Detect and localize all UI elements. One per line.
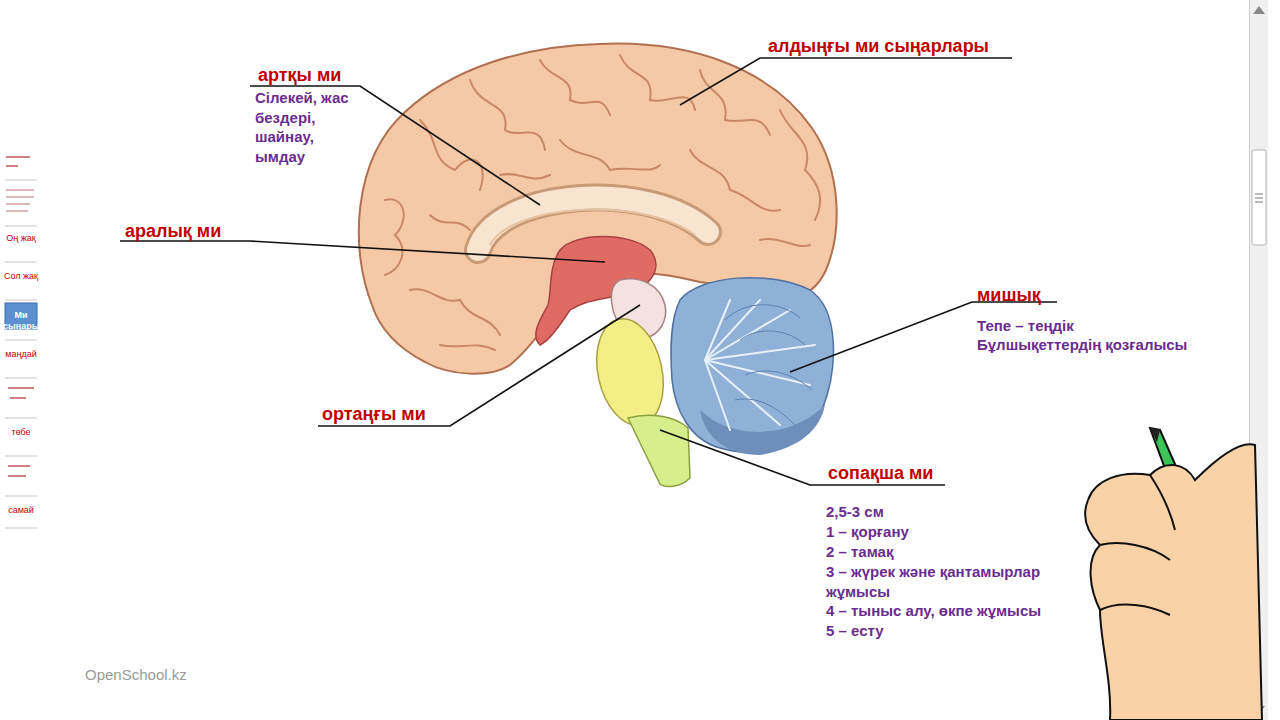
sidebar-divider <box>5 418 37 419</box>
arbor-vitae <box>705 300 815 430</box>
part-name: ортаңғы ми <box>322 403 522 425</box>
sidebar-tab: Сол жақ <box>3 271 39 282</box>
leader-line <box>680 58 1012 105</box>
folium <box>745 371 812 390</box>
folium <box>725 305 800 320</box>
leader-line <box>318 305 640 426</box>
sidebar-tab: Оң жақ <box>3 233 39 244</box>
sidebar-divider <box>5 226 37 227</box>
gyrus <box>430 215 470 230</box>
sidebar-tab: төбе <box>3 427 39 438</box>
sidebar-divider <box>5 378 37 379</box>
scroll-arrow <box>1253 6 1265 14</box>
arbor-branch <box>705 360 730 430</box>
folium <box>735 399 795 425</box>
sidebar-thumb-text <box>8 387 34 389</box>
gyrus <box>700 70 770 135</box>
part-name: аралық ми <box>125 220 325 242</box>
gyri <box>385 55 820 350</box>
gyrus <box>420 120 483 190</box>
gyrus <box>540 60 610 115</box>
function-note: Тепе – теңдік <box>977 317 1237 335</box>
sidebar-thumb-text <box>6 165 18 167</box>
finger-line <box>1100 475 1175 615</box>
part-name: сопақша ми <box>828 462 1028 484</box>
sidebar-thumb-text <box>8 465 30 467</box>
sidebar <box>5 157 37 528</box>
sidebar-thumb-text <box>6 156 30 158</box>
gyrus <box>560 140 660 170</box>
sidebar-tab: маңдай <box>3 349 39 360</box>
sidebar-divider <box>5 496 37 497</box>
sidebar-tab: самай <box>3 505 39 516</box>
medulla <box>628 415 690 486</box>
function-note: 2,5-3 см <box>826 503 1066 521</box>
gyrus <box>620 55 695 110</box>
gyrus <box>440 345 495 350</box>
sidebar-divider <box>5 340 37 341</box>
sidebar-thumb-text <box>6 196 34 198</box>
function-note: 1 – қорғану <box>826 523 1066 541</box>
function-note: Сілекей, жас бездері, шайнау, ымдау <box>255 88 358 166</box>
sidebar-divider <box>5 262 37 263</box>
gyrus <box>760 239 810 246</box>
cerebellum-folia <box>725 305 812 425</box>
part-name: артқы ми <box>258 64 458 86</box>
scrollbar-thumb <box>1252 150 1266 245</box>
sidebar-divider <box>5 528 37 529</box>
part-name: мишық <box>977 284 1097 306</box>
function-note: 4 – тыныс алу, өкпе жұмысы <box>826 602 1086 620</box>
leader-line <box>250 86 540 205</box>
gyrus <box>410 289 500 335</box>
gyrus <box>470 80 545 150</box>
gyrus <box>780 110 820 220</box>
sidebar-divider <box>5 180 37 181</box>
gyrus <box>500 174 550 179</box>
folium <box>740 331 805 345</box>
sidebar-thumb-text <box>10 397 26 399</box>
gyrus <box>385 199 404 275</box>
leader-lines <box>120 58 1057 485</box>
sidebar-thumb-text <box>6 210 28 212</box>
sidebar-tab: Ми сыңары <box>3 310 39 332</box>
watermark: OpenSchool.kz <box>85 666 285 684</box>
function-note: 3 – жүрек және қантамырлар жұмысы <box>826 562 1071 602</box>
sidebar-thumb-text <box>6 189 34 191</box>
cerebellum-shade <box>700 405 825 455</box>
function-note: Бұлшықеттердің қозғалысы <box>977 336 1237 354</box>
sidebar-thumb-text <box>6 203 30 205</box>
leader-line <box>120 241 605 262</box>
scrollbar-grip <box>1255 194 1263 202</box>
sidebar-divider <box>5 300 37 301</box>
arbor-branch <box>705 300 730 360</box>
pen-tip <box>1150 428 1160 442</box>
function-note: 2 – тамақ <box>826 543 1066 561</box>
sidebar-divider <box>5 456 37 457</box>
part-name: алдыңғы ми сыңарлары <box>768 35 1028 57</box>
arbor-branch <box>705 345 815 360</box>
cerebrum <box>359 44 837 374</box>
function-note: 5 – есту <box>826 622 1066 640</box>
hand <box>1085 444 1262 720</box>
gyrus <box>690 150 780 211</box>
sidebar-thumb-text <box>8 475 26 477</box>
arbor-branch <box>705 300 760 360</box>
